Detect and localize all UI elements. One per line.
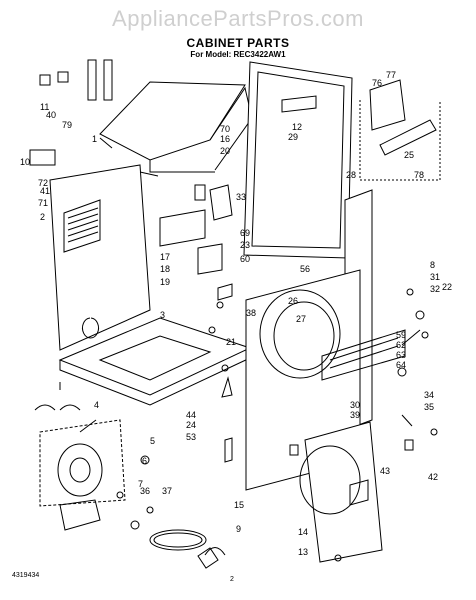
callout-56: 56 (300, 264, 310, 274)
callout-79: 79 (62, 120, 72, 130)
page-number: 2 (230, 576, 234, 583)
callout-41: 41 (40, 186, 50, 196)
callout-63: 63 (396, 350, 406, 360)
callout-18: 18 (160, 264, 170, 274)
callout-16: 16 (220, 134, 230, 144)
callout-39: 39 (350, 410, 360, 420)
callout-17: 17 (160, 252, 170, 262)
callout-34: 34 (424, 390, 434, 400)
callout-76: 76 (372, 78, 382, 88)
callout-25: 25 (404, 150, 414, 160)
left-side-panel (49, 164, 151, 351)
callout-22: 22 (442, 282, 452, 292)
callout-19: 19 (160, 277, 170, 287)
callout-36: 36 (140, 486, 150, 496)
callout-38: 38 (246, 308, 256, 318)
callout-77: 77 (386, 70, 396, 80)
callout-71: 71 (38, 198, 48, 208)
callout-31: 31 (430, 272, 440, 282)
callout-29: 29 (288, 132, 298, 142)
callout-23: 23 (240, 240, 250, 250)
callout-30: 30 (350, 400, 360, 410)
callout-6: 6 (142, 456, 147, 466)
callout-32: 32 (430, 284, 440, 294)
callout-37: 37 (162, 486, 172, 496)
callout-8: 8 (430, 260, 435, 270)
callout-60: 60 (240, 254, 250, 264)
callout-53: 53 (186, 432, 196, 442)
callout-35: 35 (424, 402, 434, 412)
callout-78: 78 (414, 170, 424, 180)
callout-13: 13 (298, 547, 308, 557)
callout-26: 26 (288, 296, 298, 306)
callout-20: 20 (220, 146, 230, 156)
callout-28: 28 (346, 170, 356, 180)
callout-12: 12 (292, 122, 302, 132)
callout-14: 14 (298, 527, 308, 537)
callout-64: 64 (396, 360, 406, 370)
callout-5: 5 (150, 436, 155, 446)
door-opening (259, 289, 341, 379)
callout-42: 42 (428, 472, 438, 482)
callout-33: 33 (236, 192, 246, 202)
callout-59: 59 (396, 330, 406, 340)
callout-15: 15 (234, 500, 244, 510)
callout-70: 70 (220, 124, 230, 134)
callout-9: 9 (236, 524, 241, 534)
motor (57, 443, 103, 497)
callout-4: 4 (94, 400, 99, 410)
callout-21: 21 (226, 337, 236, 347)
motor-box (39, 419, 126, 507)
callout-27: 27 (296, 314, 306, 324)
top-panel (99, 81, 246, 161)
callout-62: 62 (396, 340, 406, 350)
callout-1: 1 (92, 134, 97, 144)
callout-10: 10 (20, 157, 30, 167)
door (304, 421, 383, 563)
callout-69: 69 (240, 228, 250, 238)
drive-belt (149, 529, 207, 551)
callout-7: 7 (138, 479, 143, 489)
callout-72: 72 (38, 178, 48, 188)
watermark: AppliancePartsPros.com (112, 6, 364, 31)
callout-2: 2 (40, 212, 45, 222)
figure-number: 4319434 (12, 572, 40, 579)
callout-3: 3 (160, 310, 165, 320)
callout-43: 43 (380, 466, 390, 476)
model-number: For Model: REC3422AW1 (190, 50, 286, 59)
callout-44: 44 (186, 410, 196, 420)
callout-40: 40 (46, 110, 56, 120)
callout-11a: 11 (40, 102, 49, 112)
diagram-title: CABINET PARTS (186, 36, 290, 50)
callout-24: 24 (186, 420, 196, 430)
